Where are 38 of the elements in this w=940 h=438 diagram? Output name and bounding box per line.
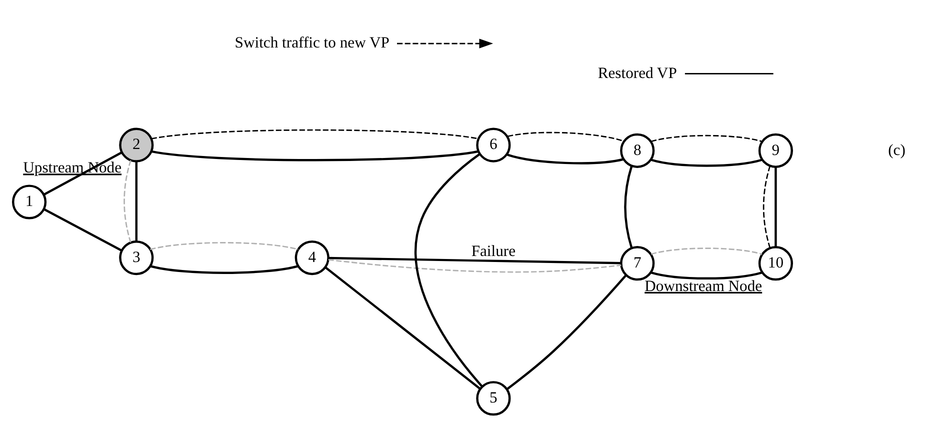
label: (c) — [888, 142, 906, 159]
arrow — [397, 38, 494, 48]
connector — [324, 266, 481, 390]
connector — [44, 208, 122, 252]
node-circle: 3 — [119, 240, 154, 276]
connector — [135, 161, 138, 242]
connector — [414, 153, 484, 388]
node-circle: 2 — [119, 128, 154, 162]
connector — [624, 166, 633, 248]
node-circle: 7 — [620, 246, 655, 281]
connector — [150, 265, 298, 274]
connector — [508, 132, 624, 142]
connector — [150, 242, 298, 250]
connector — [44, 151, 122, 196]
node-circle: 4 — [294, 240, 330, 276]
connector — [774, 166, 777, 248]
node-text: Switch traffic to new VP — [234, 34, 390, 52]
connector — [328, 259, 622, 273]
connector — [328, 256, 622, 264]
node-circle: 8 — [620, 133, 655, 168]
connector — [124, 160, 132, 243]
edge-label: Failure — [471, 242, 516, 260]
connector — [151, 150, 479, 162]
connector — [650, 248, 762, 255]
connector — [650, 134, 762, 142]
connector — [506, 154, 624, 164]
connector — [650, 271, 762, 280]
connector — [650, 158, 762, 167]
node-circle: 10 — [758, 246, 793, 281]
connector — [506, 274, 627, 390]
node-circle: 6 — [476, 128, 511, 162]
connector — [684, 73, 774, 74]
node-circle: 5 — [476, 381, 511, 416]
connector — [762, 166, 771, 248]
node-circle: 1 — [12, 184, 47, 220]
node-text: Restored VP — [598, 64, 677, 82]
connector — [151, 129, 479, 140]
node-circle: 9 — [758, 133, 793, 168]
